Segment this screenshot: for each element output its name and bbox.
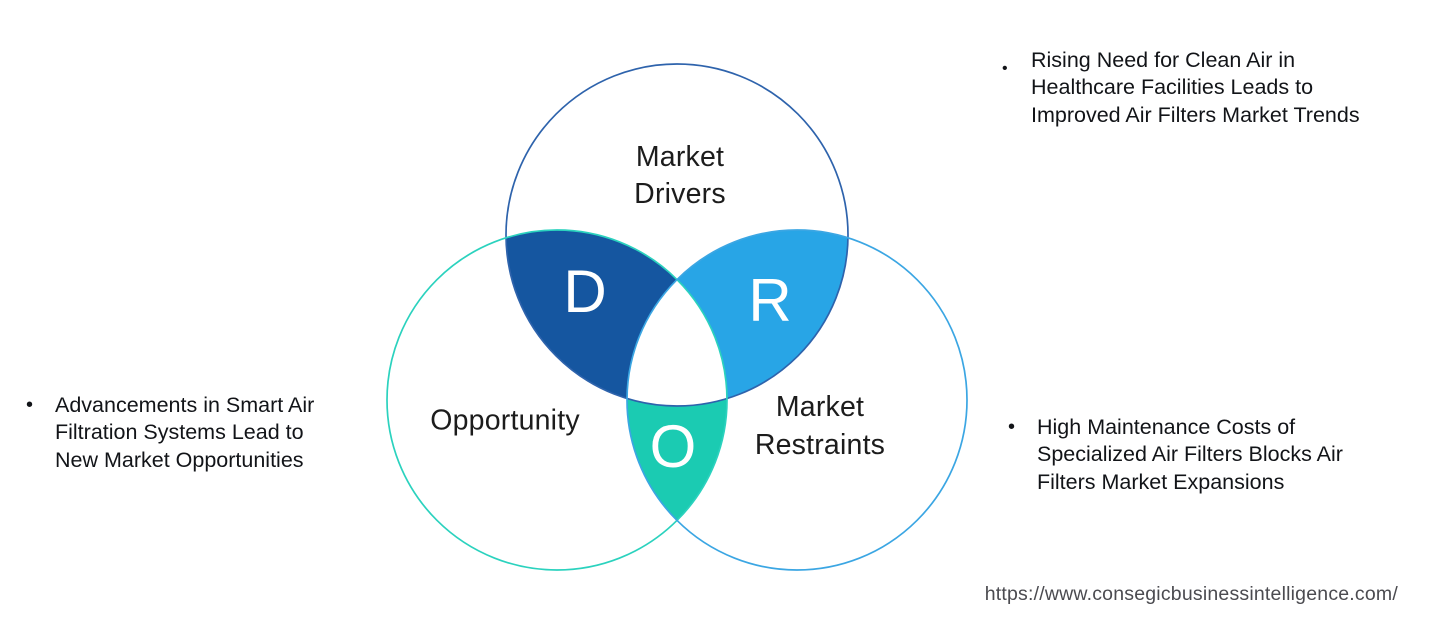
- restraints-annotation: • High Maintenance Costs of Specialized …: [1008, 414, 1388, 496]
- annotation-line: Filtration Systems Lead to: [55, 420, 304, 445]
- source-url: https://www.consegicbusinessintelligence…: [984, 583, 1398, 605]
- restraints-circle-outline: [626, 229, 968, 571]
- annotation-line: High Maintenance Costs of: [1037, 415, 1296, 439]
- drivers-annotation-text: Rising Need for Clean Air in Healthcare …: [1031, 47, 1360, 129]
- bullet-icon: •: [1002, 60, 1008, 77]
- annotation-line: Specialized Air Filters Blocks Air: [1037, 442, 1343, 467]
- opportunity-annotation: • Advancements in Smart Air Filtration S…: [26, 392, 356, 474]
- restraints-letter: R: [748, 267, 792, 334]
- drivers-letter: D: [563, 258, 607, 325]
- bullet-icon: •: [1008, 416, 1016, 438]
- annotation-line: Healthcare Facilities Leads to: [1031, 75, 1314, 100]
- opportunity-label: Opportunity: [430, 404, 580, 437]
- drivers-annotation: • Rising Need for Clean Air in Healthcar…: [1002, 47, 1402, 129]
- annotation-line: Advancements in Smart Air: [55, 393, 315, 417]
- annotation-line: Improved Air Filters Market Trends: [1031, 102, 1360, 127]
- restraints-annotation-text: High Maintenance Costs of Specialized Ai…: [1037, 414, 1343, 496]
- opportunity-circle-outline: [386, 229, 728, 571]
- drivers-circle-outline: [505, 63, 849, 407]
- annotation-line: Filters Market Expansions: [1037, 469, 1285, 494]
- market-restraints-label: Market Restraints: [754, 391, 886, 461]
- opportunity-letter: O: [649, 413, 697, 480]
- market-drivers-label: Market Drivers: [634, 141, 726, 210]
- bullet-icon: •: [26, 394, 34, 416]
- annotation-line: New Market Opportunities: [55, 447, 304, 472]
- annotation-line: Rising Need for Clean Air in: [1031, 48, 1296, 72]
- opportunity-annotation-text: Advancements in Smart Air Filtration Sys…: [55, 392, 314, 474]
